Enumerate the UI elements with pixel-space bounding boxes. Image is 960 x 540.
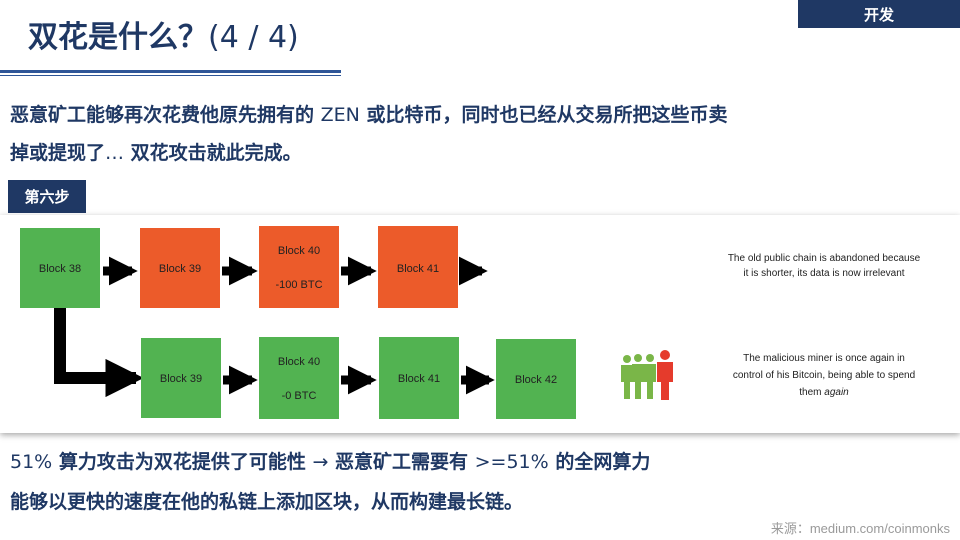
block-box (259, 226, 339, 308)
person-icon (632, 354, 644, 399)
block-amount: -100 BTC (275, 279, 322, 291)
page-title-sub: (4 / 4) (208, 20, 299, 55)
bottom-block-41: Block 41 (379, 337, 459, 419)
conclusion-ge51: >=51% (474, 451, 549, 473)
top-block-39: Block 39 (140, 228, 220, 308)
block-label: Block 41 (398, 373, 440, 385)
conclusion-51: 51% (10, 451, 53, 473)
conclusion-line-2: 能够以更快的速度在他的私链上添加区块，从而构建最长链。 (10, 491, 524, 513)
top-block-38: Block 38 (20, 228, 100, 308)
block-label: Block 39 (160, 373, 202, 385)
conclusion-paragraph: 51% 算力攻击为双花提供了可能性 → 恶意矿工需要有 >=51% 的全网算力 … (10, 442, 940, 522)
block-box (141, 338, 221, 418)
block-box (496, 339, 576, 419)
block-label: Block 39 (159, 263, 201, 275)
note-line: The old public chain is abandoned becaus… (728, 253, 921, 264)
bottom-block-42: Block 42 (496, 339, 576, 419)
bottom-block-39: Block 39 (141, 338, 221, 418)
block-label: Block 38 (39, 263, 81, 275)
para-text-2: 或比特币，同时也已经从交易所把这些币卖 (359, 104, 728, 126)
block-box (20, 228, 100, 308)
diagram-svg: Block 38 Block 39 Block 40 -100 BTC Bloc… (20, 226, 921, 419)
note-line: The malicious miner is once again in (743, 353, 905, 364)
note-emphasis: again (824, 387, 849, 398)
block-box (379, 337, 459, 419)
note-line: it is shorter, its data is now irrelevan… (743, 268, 904, 279)
note-text: them (799, 387, 824, 398)
conclusion-text-3: 的全网算力 (548, 451, 651, 473)
block-label: Block 40 (278, 356, 320, 368)
conclusion-arrow: → (312, 451, 329, 473)
person-icon (657, 350, 673, 400)
group-of-people-one-red-icon (621, 350, 673, 400)
person-icon (621, 355, 633, 399)
para-text-3: 掉或提现了 (10, 142, 106, 164)
para-text-4: 双花攻击就此完成。 (124, 142, 302, 164)
block-box (140, 228, 220, 308)
conclusion-text-2: 恶意矿工需要有 (328, 451, 475, 473)
intro-paragraph: 恶意矿工能够再次花费他原先拥有的 ZEN 或比特币，同时也已经从交易所把这些币卖… (10, 96, 940, 172)
block-label: Block 40 (278, 245, 320, 257)
source-credit: 来源：medium.com/coinmonks (770, 521, 950, 536)
fork-arrow (54, 308, 144, 398)
page-title-main: 双花是什么？ (28, 20, 208, 55)
block-label: Block 41 (397, 263, 439, 275)
page-title: 双花是什么？(4 / 4) (28, 12, 299, 56)
block-label: Block 42 (515, 374, 557, 386)
block-box (378, 226, 458, 308)
section-tag: 开发 (798, 0, 960, 28)
block-box (259, 337, 339, 419)
top-block-41: Block 41 (378, 226, 458, 308)
para-zen: ZEN (320, 104, 360, 126)
title-underline-thin (0, 75, 341, 76)
top-block-40: Block 40 -100 BTC (259, 226, 339, 308)
step-label: 第六步 (8, 180, 86, 213)
block-amount: -0 BTC (282, 390, 317, 402)
conclusion-text-1: 算力攻击为双花提供了可能性 (52, 451, 313, 473)
para-ellipsis: … (105, 142, 125, 164)
note-malicious-miner: The malicious miner is once again in con… (733, 353, 915, 398)
double-spend-diagram: Block 38 Block 39 Block 40 -100 BTC Bloc… (0, 215, 960, 433)
person-icon (644, 354, 656, 399)
title-underline (0, 70, 341, 73)
para-text-1: 恶意矿工能够再次花费他原先拥有的 (10, 104, 321, 126)
bottom-block-40: Block 40 -0 BTC (259, 337, 339, 419)
note-line: them again (799, 387, 849, 398)
note-line: control of his Bitcoin, being able to sp… (733, 370, 915, 381)
note-old-chain: The old public chain is abandoned becaus… (728, 253, 921, 279)
